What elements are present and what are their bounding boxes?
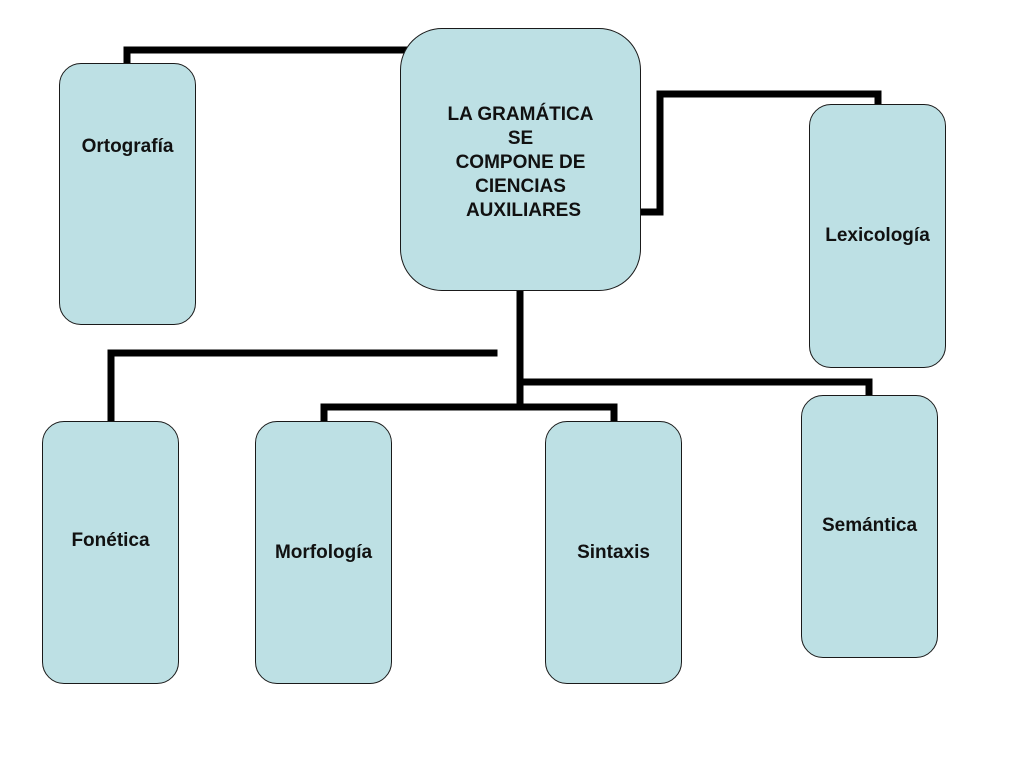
node-semantica: Semántica	[801, 395, 938, 658]
connector-root-lexicologia	[637, 90, 882, 216]
node-sintaxis-label: Sintaxis	[577, 541, 650, 563]
connector-semantica	[516, 378, 873, 399]
node-fonetica: Fonética	[42, 421, 179, 684]
node-lexicologia-label: Lexicología	[825, 225, 930, 246]
node-sintaxis: Sintaxis	[545, 421, 682, 684]
node-fonetica-label: Fonética	[71, 529, 150, 551]
node-morfologia-label: Morfología	[274, 541, 373, 563]
root-line-3: COMPONE DE	[455, 152, 586, 173]
node-ortografia: Ortografía	[59, 63, 196, 325]
node-morfologia: Morfología	[255, 421, 392, 684]
root-line-4: CIENCIAS	[475, 176, 566, 197]
connector-fonetica	[107, 349, 498, 425]
connector-root-ortografia	[123, 46, 410, 67]
node-lexicologia: Lexicología	[809, 104, 946, 368]
node-semantica-label: Semántica	[821, 514, 918, 536]
root-line-1: LA GRAMÁTICA	[447, 104, 594, 125]
node-gramatica-root: LA GRAMÁTICA SE COMPONE DE CIENCIAS AUXI…	[400, 28, 641, 291]
root-line-5: AUXILIARES	[465, 200, 582, 221]
node-ortografia-label: Ortografía	[81, 136, 174, 157]
root-line-2: SE	[507, 128, 534, 149]
connector-morfologia-sintaxis	[320, 403, 618, 425]
